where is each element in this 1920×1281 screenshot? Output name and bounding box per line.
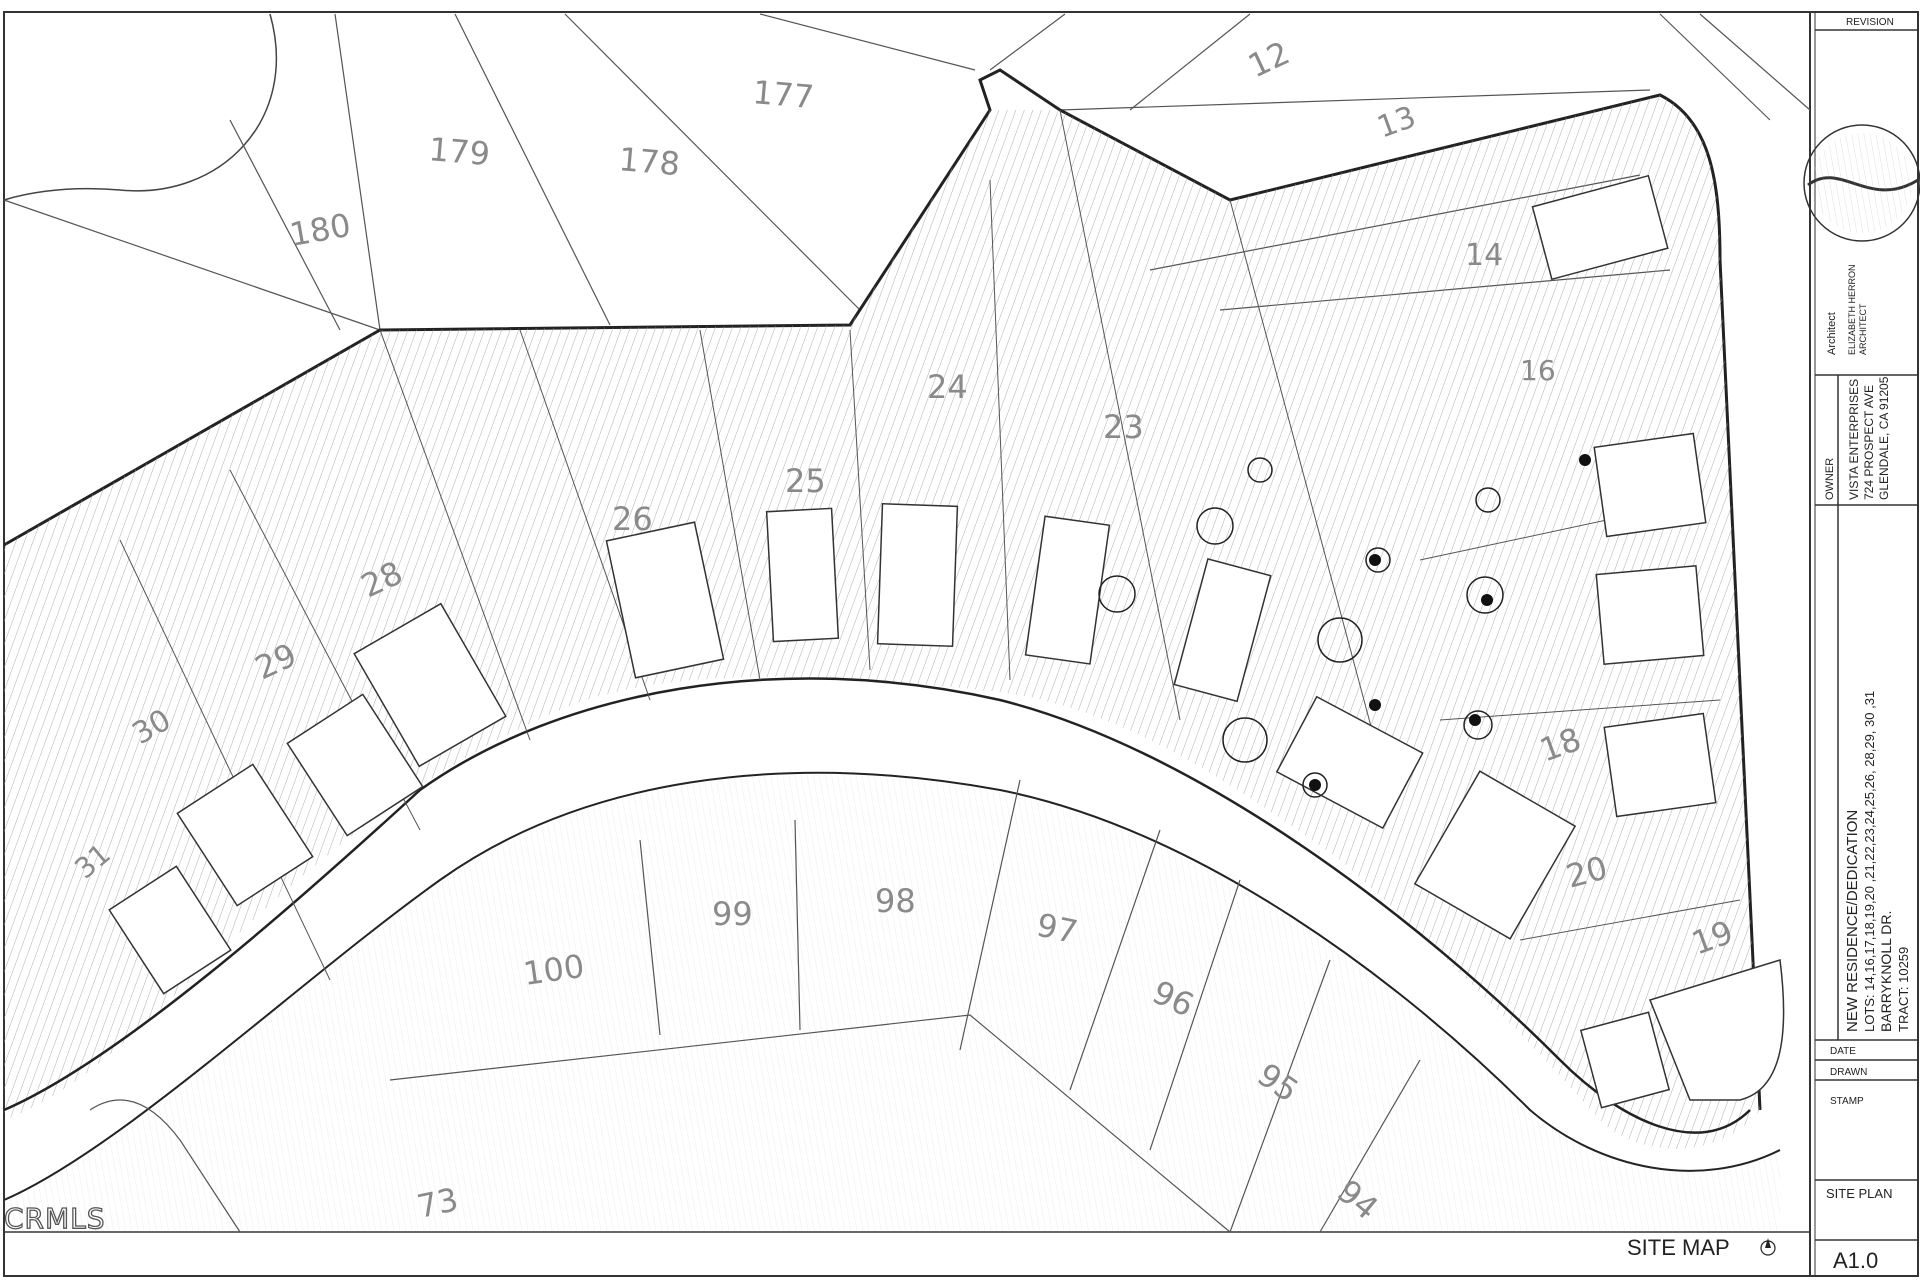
trees <box>1098 457 1504 798</box>
lot-label: 100 <box>521 947 587 993</box>
tree-markers <box>1309 454 1591 791</box>
architect-label: Architect <box>1826 312 1838 355</box>
road-north-edge <box>3 677 1751 1134</box>
sheet-title: SITE PLAN <box>1826 1186 1892 1201</box>
sheet-number: A1.0 <box>1833 1248 1878 1273</box>
architect-title: ARCHITECT <box>1858 303 1868 355</box>
lot-label: 24 <box>927 368 968 406</box>
lot-label: 98 <box>875 882 916 920</box>
lot-label: 97 <box>1033 906 1081 952</box>
lot-label: 16 <box>1520 354 1556 387</box>
owner-label: OWNER <box>1824 458 1836 500</box>
project-line: TRACT: 10259 <box>1896 947 1911 1032</box>
lot-label: 26 <box>612 500 653 538</box>
watermark: CRMLS <box>3 1201 106 1235</box>
lot-label: 13 <box>1373 100 1421 146</box>
date-label: DATE <box>1830 1046 1856 1057</box>
stamp-label: STAMP <box>1830 1096 1864 1107</box>
lot-label: 23 <box>1103 408 1144 446</box>
title-block-hatch <box>1812 133 1912 233</box>
lot-label: 178 <box>617 140 681 183</box>
adjacent-parcel-arc <box>3 13 277 201</box>
lot-label: 180 <box>287 206 354 254</box>
owner-line: GLENDALE, CA 91205 <box>1877 376 1891 500</box>
architect-name: ELIZABETH HERRON <box>1847 264 1857 355</box>
owner-line: VISTA ENTERPRISES <box>1847 379 1861 500</box>
site-map-caption: SITE MAP <box>1627 1235 1730 1260</box>
house-footprints <box>108 174 1785 1109</box>
lot-label: 25 <box>785 462 826 500</box>
lot-label: 73 <box>414 1180 462 1226</box>
project-line: LOTS: 14,16,17,18,19,20 ,21,22,23,24,25,… <box>1862 691 1877 1032</box>
revision-label: REVISION <box>1846 17 1894 28</box>
lot-label: 12 <box>1242 34 1295 86</box>
lot-label: 177 <box>751 73 815 116</box>
architect-logo-icon <box>1803 124 1920 242</box>
title-block <box>1803 29 1920 1241</box>
south-parcels <box>89 779 1421 1233</box>
project-line: NEW RESIDENCE/DEDICATION <box>1844 810 1861 1032</box>
lot-label: 99 <box>712 895 753 933</box>
drawn-label: DRAWN <box>1830 1067 1867 1078</box>
lot-label: 179 <box>427 130 491 173</box>
site-map <box>3 13 1811 1256</box>
project-line: BARRYKNOLL DR. <box>1878 911 1894 1032</box>
road-south-hatch <box>4 772 1780 1232</box>
owner-line: 724 PROSPECT AVE <box>1862 385 1876 500</box>
lot-label: 14 <box>1465 238 1503 273</box>
north-arrow-icon <box>1760 1238 1776 1256</box>
